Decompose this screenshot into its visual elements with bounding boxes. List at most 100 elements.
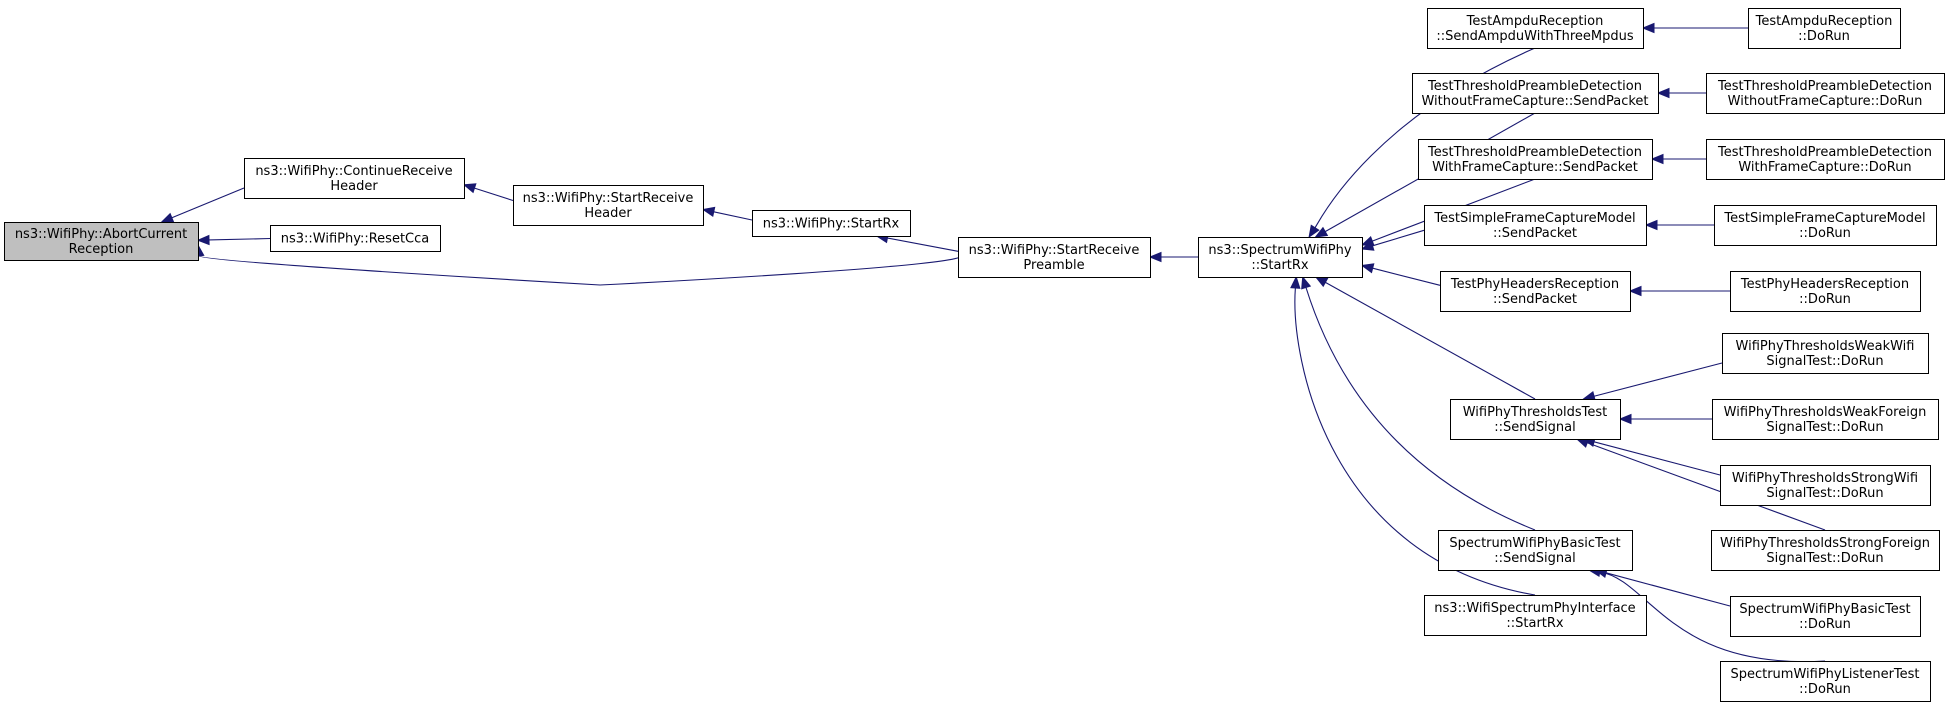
node-tpd2[interactable]: TestThresholdPreambleDetectionWithFrameC…: [1418, 139, 1653, 180]
node-wspi[interactable]: ns3::WifiSpectrumPhyInterface::StartRx: [1424, 595, 1647, 636]
edge-wpt-ww-to-wpt: [1582, 362, 1723, 402]
node-wpt-sw[interactable]: WifiPhyThresholdsStrongWifiSignalTest::D…: [1720, 465, 1931, 506]
node-label: ::SendPacket: [1493, 292, 1577, 307]
node-label: TestThresholdPreambleDetection: [1717, 145, 1932, 160]
node-tsfc[interactable]: TestSimpleFrameCaptureModel::SendPacket: [1424, 205, 1647, 246]
node-label: TestPhyHeadersReception: [1740, 277, 1909, 292]
node-box: [270, 225, 441, 252]
edge-arrowhead: [1308, 224, 1320, 239]
node-label: Preamble: [1023, 258, 1084, 273]
node-tphr[interactable]: TestPhyHeadersReception::SendPacket: [1440, 271, 1631, 312]
node-label: WifiPhyThresholdsWeakWifi: [1736, 339, 1915, 354]
edge-arrowhead: [160, 212, 175, 223]
node-label: ns3::WifiPhy::StartReceive: [523, 191, 694, 206]
node-ampdu[interactable]: TestAmpduReception::SendAmpduWithThreeMp…: [1427, 8, 1644, 49]
node-label: TestThresholdPreambleDetection: [1427, 79, 1642, 94]
node-tpd2-run[interactable]: TestThresholdPreambleDetectionWithFrameC…: [1706, 139, 1945, 180]
edge-tphr-to-swp: [1360, 263, 1441, 286]
node-label: ::DoRun: [1798, 29, 1850, 44]
node-ampdu-run[interactable]: TestAmpduReception::DoRun: [1748, 8, 1901, 49]
edge-swp-to-srp: [1148, 251, 1198, 263]
edge-line: [1305, 287, 1536, 531]
node-label: WifiPhyThresholdsStrongWifi: [1732, 471, 1918, 486]
node-label: ::StartRx: [1251, 258, 1309, 273]
edge-line: [713, 211, 753, 221]
edge-arrowhead: [1618, 413, 1632, 425]
edge-line: [1325, 281, 1536, 400]
node-startrx[interactable]: ns3::WifiPhy::StartRx: [752, 210, 911, 237]
node-label: ::DoRun: [1799, 292, 1851, 307]
node-swpb[interactable]: SpectrumWifiPhyBasicTest::SendSignal: [1438, 530, 1633, 571]
edge-wpt-sf-to-wpt: [1575, 438, 1826, 531]
node-tpd1-run[interactable]: TestThresholdPreambleDetectionWithoutFra…: [1706, 73, 1945, 114]
edge-line: [887, 237, 959, 252]
node-label: TestPhyHeadersReception: [1450, 277, 1619, 292]
node-label: TestThresholdPreambleDetection: [1427, 145, 1642, 160]
nodes-layer: ns3::WifiPhy::AbortCurrentReceptionns3::…: [4, 8, 1945, 702]
node-label: ::SendAmpduWithThreeMpdus: [1436, 29, 1634, 44]
node-label: SignalTest::DoRun: [1766, 486, 1883, 501]
node-tpd1[interactable]: TestThresholdPreambleDetectionWithoutFra…: [1412, 73, 1659, 114]
node-label: TestSimpleFrameCaptureModel: [1723, 211, 1925, 226]
node-label: SignalTest::DoRun: [1766, 354, 1883, 369]
edge-arrowhead: [1650, 153, 1664, 165]
node-label: Header: [584, 206, 632, 221]
node-label: SignalTest::DoRun: [1766, 420, 1883, 435]
node-box: [1706, 73, 1945, 114]
node-swpb-run[interactable]: SpectrumWifiPhyBasicTest::DoRun: [1730, 596, 1921, 637]
node-box: [1418, 139, 1653, 180]
node-label: TestAmpduReception: [1466, 14, 1604, 29]
node-box: [1424, 595, 1647, 636]
node-box: [1424, 205, 1647, 246]
edge-line: [171, 187, 245, 219]
node-box: [1730, 596, 1921, 637]
node-label: WifiPhyThresholdsTest: [1463, 405, 1608, 420]
node-swp[interactable]: ns3::SpectrumWifiPhy::StartRx: [1198, 237, 1363, 278]
node-box: [1720, 661, 1931, 702]
node-label: ns3::WifiPhy::ResetCca: [281, 232, 430, 247]
node-label: ns3::SpectrumWifiPhy: [1208, 243, 1351, 258]
node-box: [1412, 73, 1659, 114]
node-tsfc-run[interactable]: TestSimpleFrameCaptureModel::DoRun: [1714, 205, 1937, 246]
node-box: [1427, 8, 1644, 49]
node-label: ns3::WifiPhy::ContinueReceive: [255, 164, 452, 179]
node-label: WifiPhyThresholdsWeakForeign: [1724, 405, 1927, 420]
edge-wpt-sw-to-wpt: [1582, 436, 1721, 476]
edge-cont-to-abort: [160, 187, 245, 223]
node-label: TestSimpleFrameCaptureModel: [1433, 211, 1635, 226]
node-swpl-run[interactable]: SpectrumWifiPhyListenerTest::DoRun: [1720, 661, 1931, 702]
node-box: [1720, 465, 1931, 506]
edge-line: [1605, 572, 1731, 607]
node-wpt[interactable]: WifiPhyThresholdsTest::SendSignal: [1450, 399, 1621, 440]
node-label: TestThresholdPreambleDetection: [1717, 79, 1932, 94]
node-box: [1450, 399, 1621, 440]
edge-line: [1587, 442, 1826, 531]
node-box: [244, 158, 465, 199]
node-box: [1711, 530, 1940, 571]
node-wpt-sf[interactable]: WifiPhyThresholdsStrongForeignSignalTest…: [1711, 530, 1940, 571]
node-reset[interactable]: ns3::WifiPhy::ResetCca: [270, 225, 441, 252]
edge-arrowhead: [1360, 263, 1375, 274]
edge-arrowhead: [1301, 275, 1312, 290]
edge-swpb-to-swp: [1301, 275, 1536, 531]
node-label: Reception: [69, 242, 134, 257]
node-label: WithFrameCapture::SendPacket: [1432, 160, 1638, 175]
node-tphr-run[interactable]: TestPhyHeadersReception::DoRun: [1730, 271, 1921, 312]
edge-tsfc-to-swp: [1360, 229, 1425, 251]
node-wpt-ww[interactable]: WifiPhyThresholdsWeakWifiSignalTest::DoR…: [1722, 333, 1929, 374]
edge-reset-to-abort: [196, 234, 271, 246]
edge-line: [1294, 287, 1536, 596]
edge-arrowhead: [462, 183, 477, 194]
node-label: WifiPhyThresholdsStrongForeign: [1720, 536, 1930, 551]
node-label: ::StartRx: [1506, 616, 1564, 631]
edge-arrowhead: [1656, 87, 1670, 99]
node-label: ns3::WifiPhy::StartRx: [763, 217, 900, 232]
node-label: TestAmpduReception: [1755, 14, 1893, 29]
edge-tpd2-run-to-tpd2: [1650, 153, 1706, 165]
node-wpt-wf[interactable]: WifiPhyThresholdsWeakForeignSignalTest::…: [1712, 399, 1939, 440]
